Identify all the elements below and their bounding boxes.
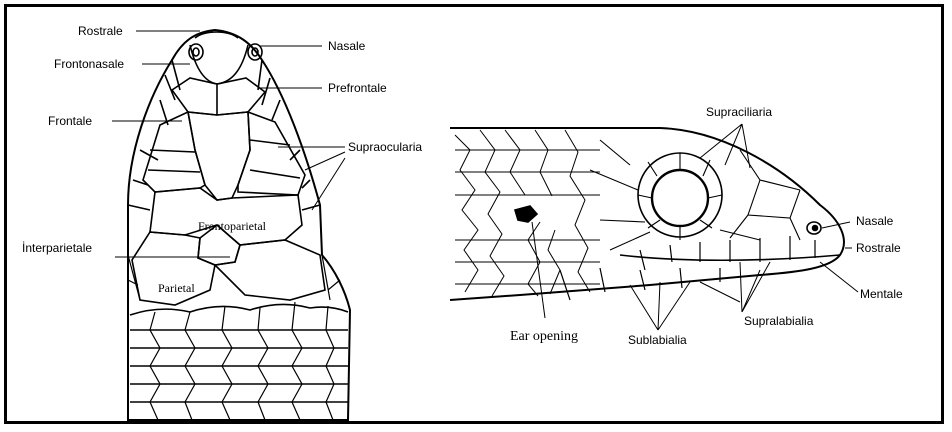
- lateral-head-outline: [450, 128, 844, 300]
- ear-opening: [515, 206, 537, 222]
- label-parietal: Parietal: [158, 281, 195, 295]
- label-sublabialia: Sublabialia: [628, 333, 687, 347]
- frontoparietal-scales: [150, 188, 302, 245]
- supraocular-left: [143, 112, 205, 192]
- supralabial-scales: [640, 236, 815, 270]
- eye-inner: [652, 170, 708, 226]
- label-nasale-lateral: Nasale: [856, 214, 893, 228]
- prefrontal-scales: [172, 78, 265, 115]
- label-supraocularia: Supraocularia: [348, 140, 422, 154]
- label-ear-opening: Ear opening: [510, 330, 578, 344]
- right-nostril: [248, 44, 262, 60]
- dorsal-scale-rows: [130, 330, 348, 402]
- left-nostril-inner: [193, 48, 199, 56]
- label-frontonasale: Frontonasale: [54, 57, 124, 71]
- nuchal-scale-row-1: [130, 304, 348, 315]
- label-frontoparietal: Frontoparietal: [198, 219, 266, 233]
- leader-lines-right: [532, 124, 858, 330]
- lateral-head-view: [450, 124, 858, 330]
- lateral-scales-right: [258, 60, 320, 210]
- label-interparietale: İnterparietale: [22, 241, 92, 255]
- label-rostrale-lateral: Rostrale: [856, 241, 901, 255]
- nostril-inner: [813, 226, 818, 231]
- label-prefrontale: Prefrontale: [328, 81, 387, 95]
- label-supraciliaria: Supraciliaria: [706, 105, 772, 119]
- label-nasale-dorsal: Nasale: [328, 39, 365, 53]
- label-mentale: Mentale: [860, 287, 903, 301]
- label-rostrale: Rostrale: [78, 24, 123, 38]
- lateral-scales-left: [128, 60, 180, 210]
- label-frontale: Frontale: [48, 114, 92, 128]
- label-supralabialia: Supralabialia: [744, 314, 813, 328]
